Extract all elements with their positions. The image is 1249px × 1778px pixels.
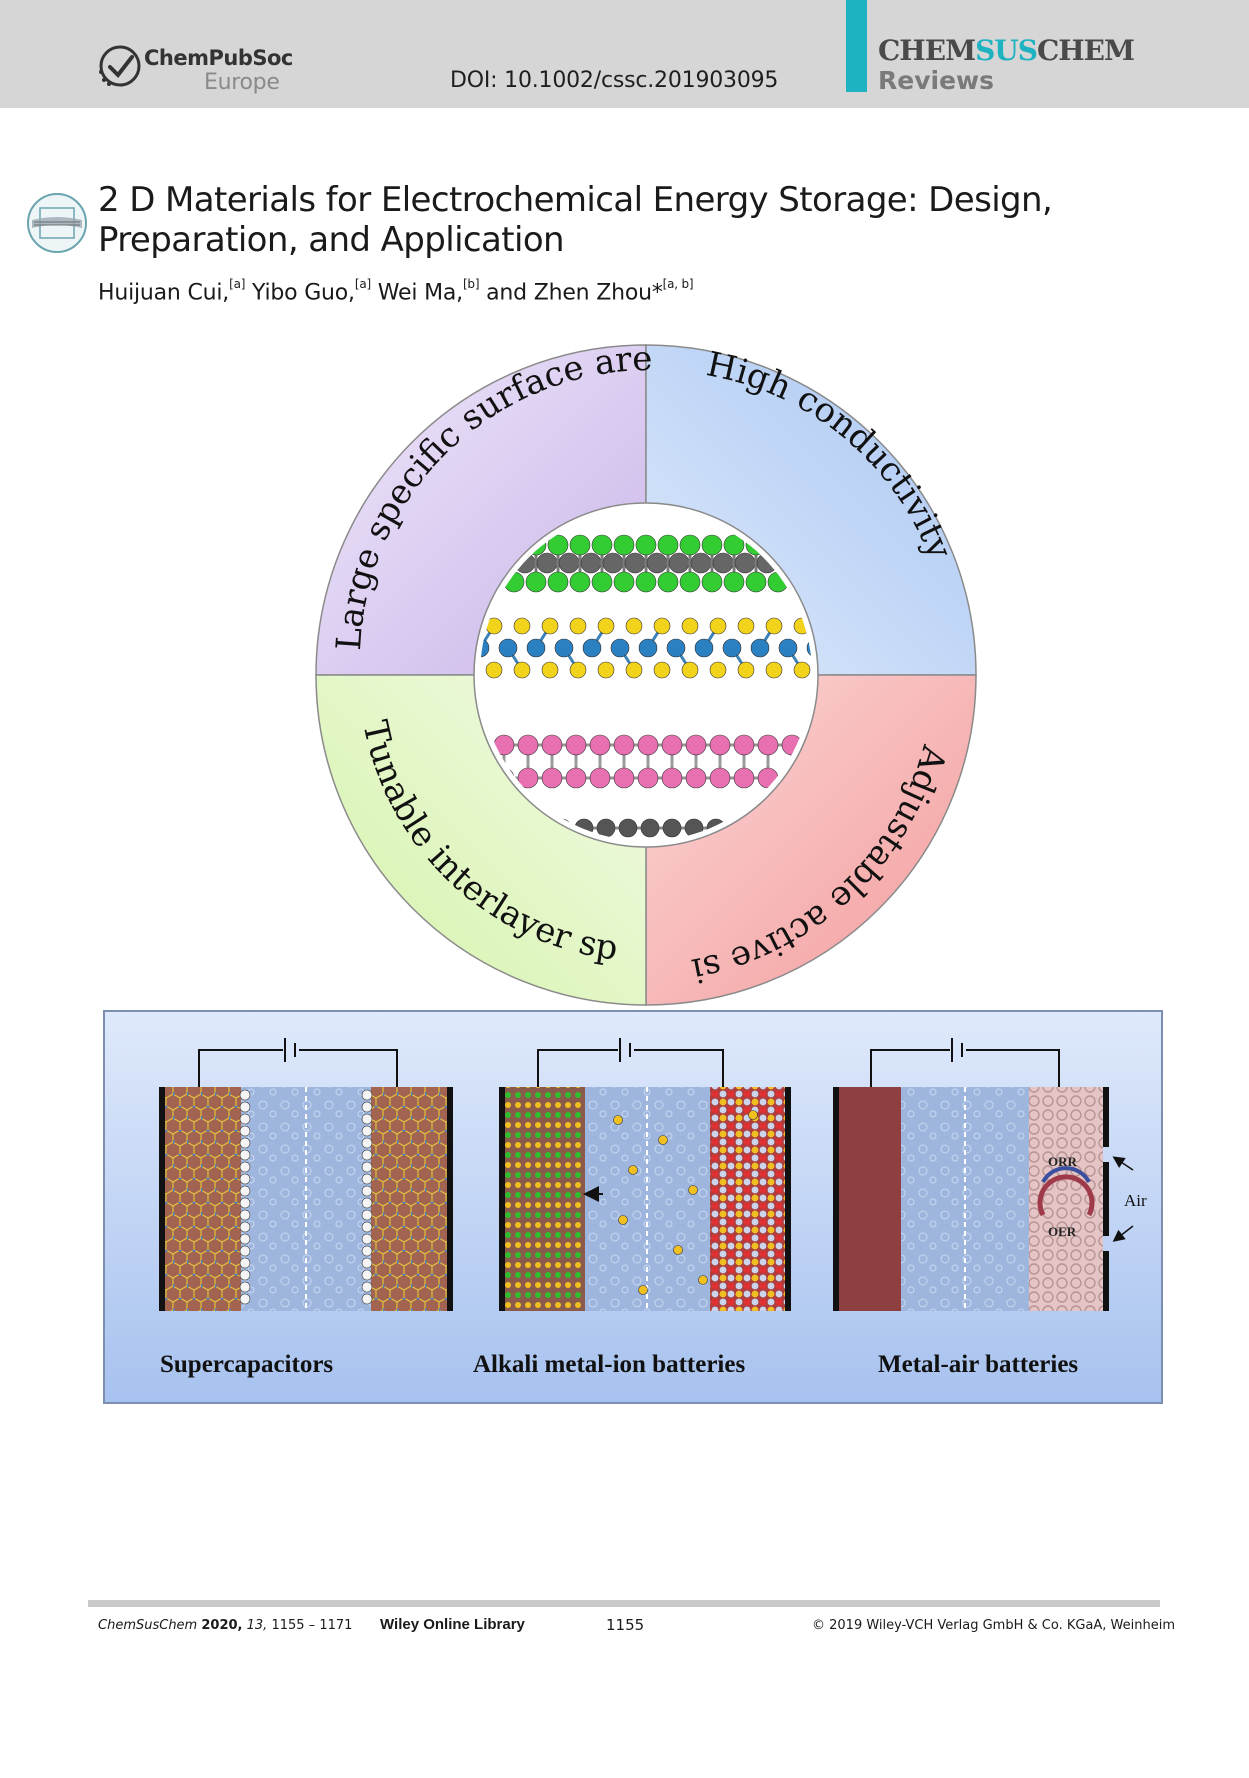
- label-supercapacitors: Supercapacitors: [160, 1351, 333, 1378]
- chempubsoc-logo-icon: [99, 45, 141, 87]
- author[interactable]: and Zhen Zhou*: [486, 280, 663, 306]
- toc-graphic-icon: [27, 193, 87, 253]
- metal-air-battery-diagram: ORR OER Air: [833, 1038, 1147, 1311]
- citation: ChemSusChem 2020, 13, 1155 – 1171: [98, 1618, 353, 1633]
- devices-diagram: ORR OER Air Supercapacitors Alkali metal…: [103, 1010, 1163, 1404]
- label-metal-ion-batteries: Alkali metal-ion batteries: [473, 1351, 745, 1378]
- orr-label: ORR: [1048, 1154, 1078, 1169]
- publisher-region: Europe: [204, 70, 280, 95]
- author-list: Huijuan Cui,[a] Yibo Guo,[a] Wei Ma,[b] …: [98, 277, 694, 306]
- air-label: Air: [1124, 1191, 1147, 1210]
- page-header: ChemPubSoc Europe DOI: 10.1002/cssc.2019…: [0, 0, 1249, 108]
- graphical-abstract: Large specific surface area High conduct…: [0, 330, 1249, 1030]
- article-title: 2 D Materials for Electrochemical Energy…: [98, 180, 1053, 260]
- accent-bar: [846, 0, 867, 92]
- properties-ring-diagram: Large specific surface area High conduct…: [0, 330, 977, 1006]
- label-metal-air-batteries: Metal-air batteries: [878, 1351, 1078, 1378]
- section-label: Reviews: [878, 66, 995, 95]
- author[interactable]: Yibo Guo,: [252, 280, 355, 306]
- supercapacitor-diagram: [159, 1038, 453, 1311]
- publisher-name: ChemPubSoc: [144, 46, 293, 70]
- author[interactable]: Huijuan Cui,: [98, 280, 230, 306]
- copyright: © 2019 Wiley-VCH Verlag GmbH & Co. KGaA,…: [812, 1618, 1176, 1633]
- page-number: 1155: [606, 1616, 645, 1634]
- wiley-online-library-link[interactable]: Wiley Online Library: [380, 1616, 525, 1633]
- journal-name: CHEMSUSCHEM: [878, 34, 1135, 67]
- doi[interactable]: DOI: 10.1002/cssc.201903095: [450, 68, 779, 93]
- oer-label: OER: [1048, 1224, 1077, 1239]
- metal-ion-battery-diagram: [499, 1038, 791, 1311]
- author[interactable]: Wei Ma,: [377, 280, 463, 306]
- devices-panel: ORR OER Air Supercapacitors Alkali metal…: [103, 1010, 1163, 1404]
- footer-rule: [88, 1600, 1160, 1607]
